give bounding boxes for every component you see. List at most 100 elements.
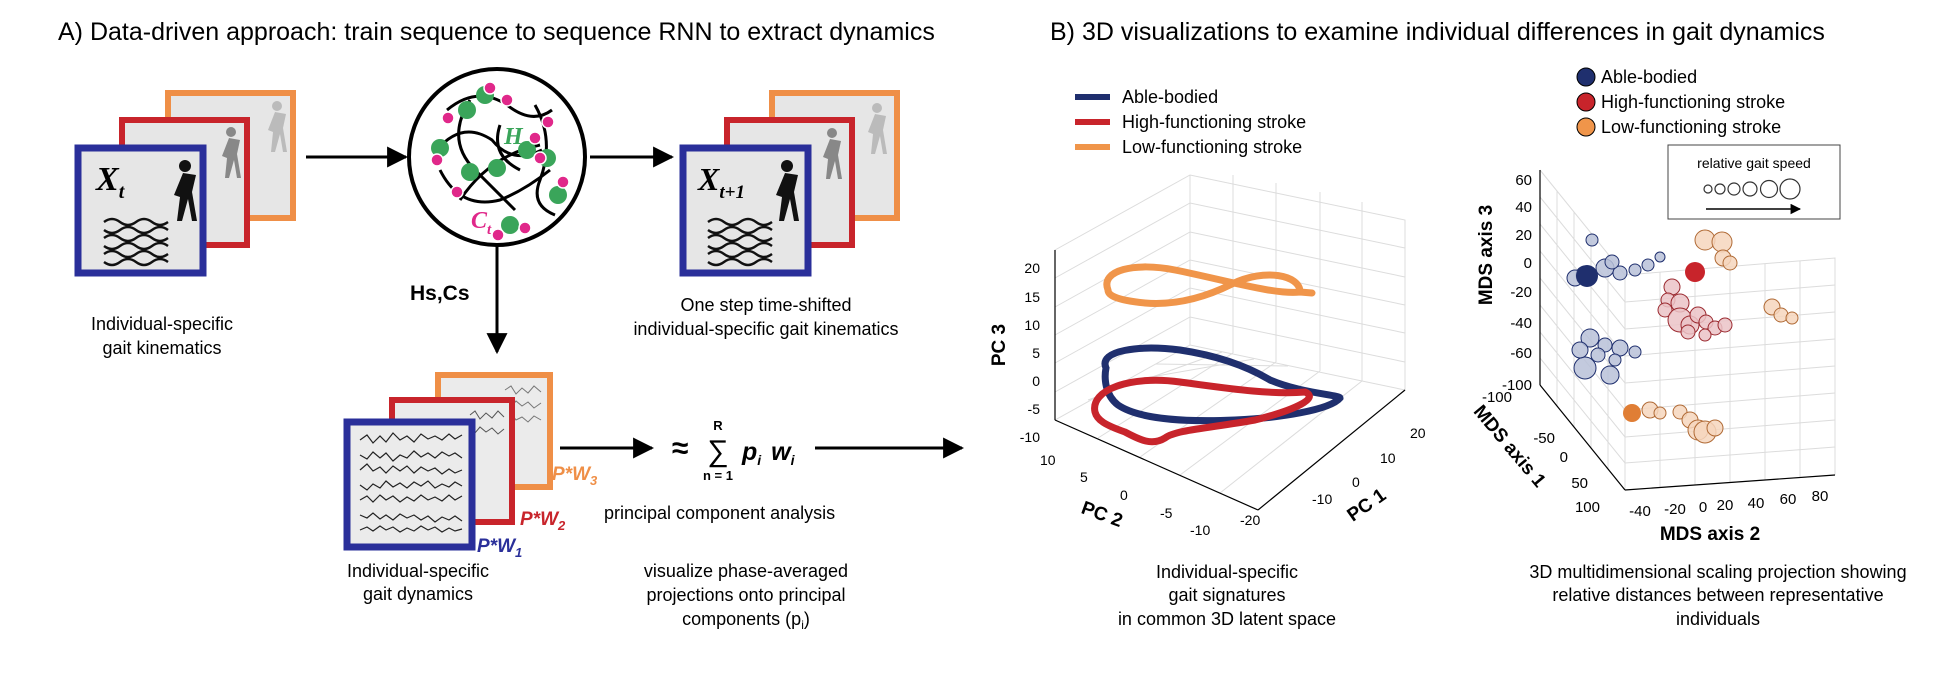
pca-grid	[1054, 174, 1406, 511]
pca-y-tick: -10	[1190, 522, 1210, 538]
output-caption-1: One step time-shifted	[680, 295, 851, 315]
mds-3d-chart: relative gait speed 60 40 20 0 -20 -40 -…	[1469, 144, 1841, 545]
mds-x-tick: 50	[1571, 475, 1588, 492]
walker-icon	[222, 127, 241, 178]
mds-z-tick: 60	[1515, 172, 1532, 189]
mds-y-tick: -40	[1629, 503, 1651, 520]
viz-caption-3: components (p	[682, 609, 801, 629]
walker-icon	[776, 160, 799, 221]
pca-caption-3: in common 3D latent space	[1118, 609, 1336, 629]
output-caption-2: individual-specific gait kinematics	[633, 319, 898, 339]
rnn-output-label: Hs,Cs	[410, 282, 470, 305]
pca-x-tick: 0	[1352, 474, 1360, 490]
pca-x-tick: -20	[1240, 512, 1260, 528]
kinematics-traces	[707, 217, 773, 267]
speed-legend-label: relative gait speed	[1697, 155, 1811, 171]
pca-legend-low: Low-functioning stroke	[1122, 137, 1302, 157]
rnn-cell-symbol: C	[471, 208, 488, 234]
pca-legend: Able-bodied High-functioning stroke Low-…	[1075, 87, 1306, 157]
mds-z-label: MDS axis 3	[1476, 205, 1497, 305]
walker-icon	[823, 128, 842, 179]
input-caption-2: gait kinematics	[102, 338, 221, 358]
walker-icon	[174, 160, 197, 221]
dynamics-traces	[359, 432, 463, 533]
dynamics-stack	[343, 372, 553, 551]
viz-caption-1: visualize phase-averaged	[644, 561, 848, 581]
pca-caption-2: gait signatures	[1168, 585, 1285, 605]
pca-y-label: PC 2	[1078, 498, 1125, 532]
pca-label: principal component analysis	[604, 503, 835, 523]
mds-z-tick: -100	[1502, 377, 1532, 394]
speed-legend: relative gait speed	[1667, 144, 1841, 220]
mds-legend-high: High-functioning stroke	[1601, 92, 1785, 112]
mds-caption-2: relative distances between representativ…	[1552, 585, 1883, 605]
rnn-cell-sub: t	[487, 222, 492, 238]
input-kinematics-stack: Xt	[74, 90, 296, 277]
pca-x-tick: 10	[1380, 450, 1396, 466]
mds-caption-1: 3D multidimensional scaling projection s…	[1529, 562, 1906, 582]
mds-legend-able: Able-bodied	[1601, 67, 1697, 87]
pca-y-tick: 0	[1120, 487, 1128, 503]
formula-w: w	[771, 438, 792, 466]
svg-text:components (pi): components (pi)	[682, 609, 810, 632]
panel-a-title: A) Data-driven approach: train sequence …	[58, 18, 935, 46]
input-symbol: X	[95, 161, 120, 198]
mds-z-tick: 40	[1515, 199, 1532, 216]
trajectory-low-functioning	[1103, 263, 1316, 307]
pca-x-label: PC 1	[1344, 485, 1391, 527]
mds-z-tick: 20	[1515, 227, 1532, 244]
pca-legend-able: Able-bodied	[1122, 87, 1218, 107]
output-subscript: t+1	[719, 182, 745, 203]
walker-icon	[868, 103, 887, 154]
trajectory-high-functioning	[1091, 376, 1313, 446]
pca-x-tick: -10	[1312, 491, 1332, 507]
mds-y-tick: 40	[1748, 495, 1765, 512]
mds-z-tick: -40	[1510, 315, 1532, 332]
mds-y-label: MDS axis 2	[1660, 524, 1760, 545]
mds-x-tick: 100	[1575, 499, 1600, 516]
svg-text:Xt+1: Xt+1	[697, 161, 745, 203]
svg-text:P*W2: P*W2	[520, 509, 566, 533]
mds-y-tick: -20	[1664, 501, 1686, 518]
w3-label: P*W	[552, 464, 592, 485]
w2-sub: 2	[557, 518, 566, 533]
mds-z-tick: -60	[1510, 345, 1532, 362]
w1-sub: 1	[515, 545, 522, 560]
viz-caption-2: projections onto principal	[646, 585, 845, 605]
mds-points-high-functioning	[1657, 262, 1733, 342]
svg-text:P*W3: P*W3	[552, 464, 598, 488]
pca-z-label: PC 3	[989, 324, 1010, 366]
kinematics-traces	[103, 217, 169, 267]
mds-z-tick: -20	[1510, 284, 1532, 301]
svg-text:P*W1: P*W1	[477, 536, 522, 560]
formula-w-sub: i	[791, 452, 796, 468]
pca-z-tick: 10	[1024, 317, 1040, 333]
svg-text:Ht: Ht	[503, 124, 528, 154]
w3-sub: 3	[590, 473, 598, 488]
svg-text:Xt: Xt	[95, 161, 126, 203]
mds-points-low-functioning	[1623, 229, 1799, 444]
rnn-hidden-sub: t	[523, 138, 528, 154]
formula-p-sub: i	[757, 452, 762, 468]
rnn-network: Ht Ct	[407, 67, 587, 247]
formula-lower: n = 1	[703, 468, 733, 483]
mds-y-tick: 60	[1780, 491, 1797, 508]
mds-legend-low: Low-functioning stroke	[1601, 117, 1781, 137]
viz-caption-end: )	[804, 609, 810, 629]
formula-upper: R	[713, 418, 723, 433]
pca-z-tick: -10	[1020, 429, 1040, 445]
mds-axes	[1539, 170, 1836, 491]
formula-approx: ≈	[672, 432, 688, 465]
pca-3d-chart: 20 15 10 5 0 -5 -10 PC 3 10 5 0 -5 -10 P…	[989, 174, 1426, 538]
input-subscript: t	[119, 181, 126, 203]
viz-caption-sub: i	[801, 618, 804, 632]
mds-x-tick: -100	[1482, 389, 1512, 406]
input-caption-1: Individual-specific	[91, 314, 233, 334]
mds-y-tick: 0	[1699, 499, 1707, 516]
walker-icon	[268, 101, 287, 152]
pca-caption-1: Individual-specific	[1156, 562, 1298, 582]
output-kinematics-stack: Xt+1	[679, 90, 900, 277]
